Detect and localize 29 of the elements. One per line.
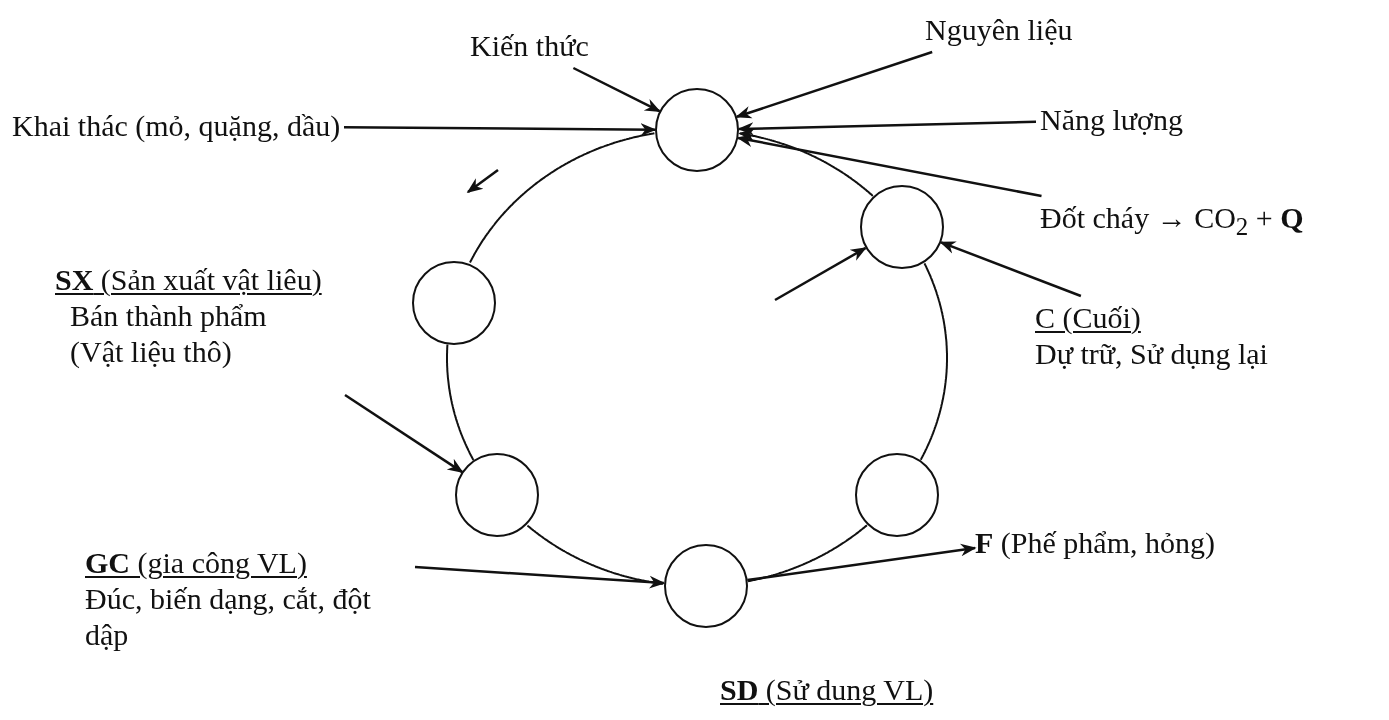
stage-heading: GC (gia công VL) <box>85 545 307 581</box>
input-label: Kiến thức <box>470 28 589 64</box>
arrow <box>736 134 1042 198</box>
arrow <box>414 565 666 589</box>
arrow <box>735 50 933 119</box>
input-label: Nguyên liệu <box>925 12 1073 48</box>
arrow <box>737 120 1037 136</box>
arrow <box>939 241 1082 298</box>
arrow <box>747 543 977 582</box>
input-label: Năng lượng <box>1040 102 1183 138</box>
arrow <box>572 66 661 113</box>
cycle-arc <box>469 132 656 264</box>
arrow <box>738 128 874 197</box>
arrow <box>774 247 867 302</box>
output-label: F (Phế phẩm, hỏng) <box>975 525 1215 561</box>
cycle-arc <box>446 343 475 461</box>
cycle-arc <box>747 524 868 583</box>
arrow <box>344 123 657 136</box>
arrow <box>344 393 464 474</box>
stage-description: Đúc, biến dạng, cắt, đột dập <box>85 581 372 653</box>
stage-description: Dự trữ, Sử dụng lại <box>1035 336 1269 372</box>
stage-label: SD (Sử dung VL) <box>720 672 934 708</box>
stage-heading: C (Cuối) <box>1035 300 1141 336</box>
input-label: Khai thác (mỏ, quặng, dầu) <box>12 108 341 144</box>
cycle-arc <box>919 262 948 461</box>
cycle-arc <box>526 524 664 585</box>
stage-heading: SX (Sản xuất vật liêu) <box>55 262 322 298</box>
stage-description: Bán thành phẩm (Vật liệu thô) <box>70 298 268 370</box>
input-label: Đốt cháy → CO$_{2}$ + Q <box>1040 200 1304 242</box>
